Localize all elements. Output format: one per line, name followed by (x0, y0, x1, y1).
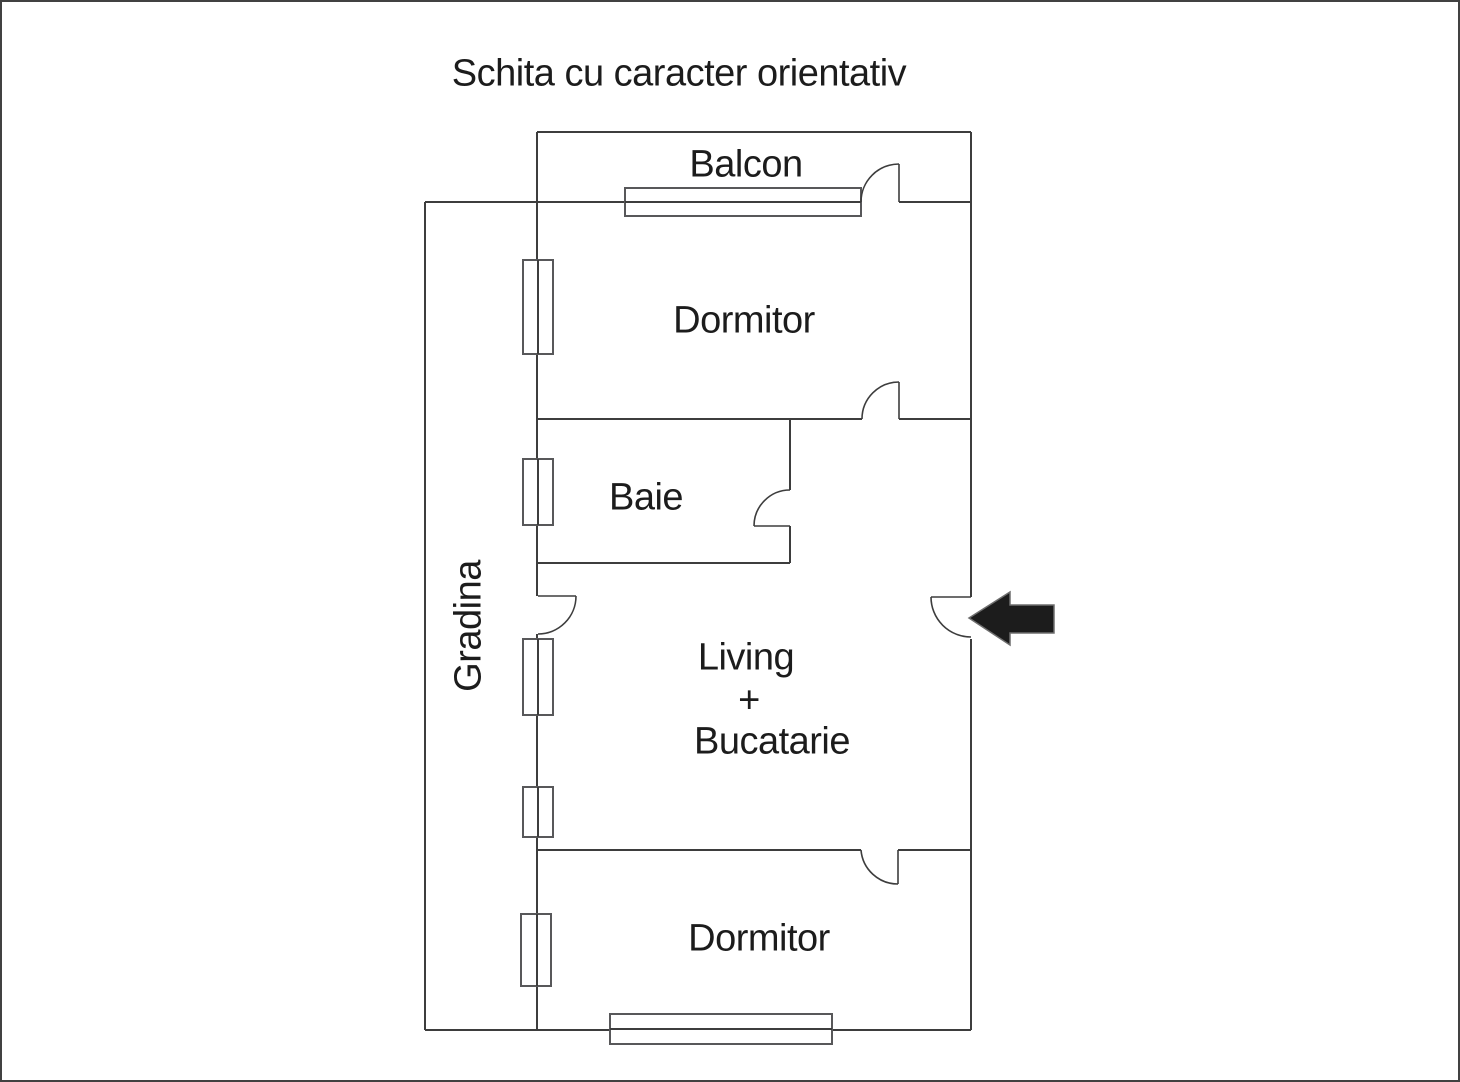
room-label-gradina: Gradina (447, 560, 490, 692)
windows (520, 187, 862, 1045)
room-label-balcon: Balcon (689, 143, 803, 186)
room-label-living: Living (697, 636, 795, 679)
doors (537, 163, 972, 885)
walls (424, 131, 972, 1031)
door-arc (753, 489, 791, 527)
door-arc (537, 595, 577, 635)
room-label-living-plus: + (738, 679, 760, 722)
entrance-arrow-icon (967, 590, 1055, 647)
door-arc (861, 381, 900, 420)
room-label-dormitor-top: Dormitor (673, 299, 815, 342)
door-arc (860, 163, 900, 203)
room-label-baie: Baie (608, 476, 684, 519)
room-label-bucatarie: Bucatarie (693, 720, 851, 763)
door-arc (860, 849, 899, 885)
room-label-dormitor-bottom: Dormitor (688, 917, 830, 960)
door-arc (930, 596, 972, 638)
plan-title: Schita cu caracter orientativ (451, 52, 907, 95)
